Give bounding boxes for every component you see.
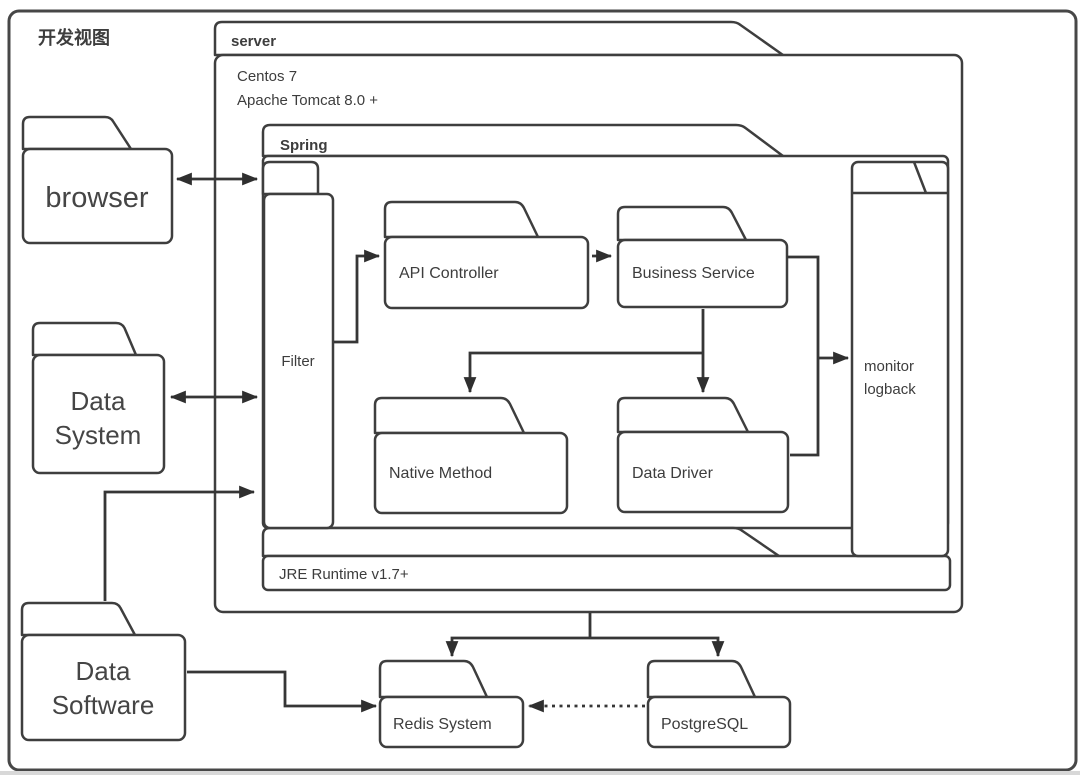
- diagram-title: 开发视图: [38, 27, 110, 48]
- postgresql-folder-tab: [646, 659, 757, 699]
- monitor-folder-body: [850, 160, 950, 558]
- node-jre-runtime: JRE Runtime v1.7+: [261, 526, 952, 592]
- edge-datasoftware-spring: [103, 485, 256, 601]
- data-system-folder-tab: [31, 321, 138, 357]
- data-software-folder-tab: [20, 601, 137, 637]
- api-controller-label: API Controller: [399, 265, 499, 282]
- native-method-folder-tab: [373, 396, 526, 435]
- node-filter: Filter: [261, 160, 335, 530]
- node-redis-system: Redis System: [378, 659, 525, 749]
- native-method-label: Native Method: [389, 465, 492, 482]
- edge-server-datastores-split: [445, 636, 725, 658]
- api-controller-folder-tab: [383, 200, 540, 239]
- data-software-label-line1: Data: [76, 656, 131, 686]
- redis-label: Redis System: [393, 716, 492, 733]
- monitor-label-line1: monitor: [864, 358, 914, 375]
- spring-label: Spring: [280, 137, 328, 154]
- data-software-folder-body: [20, 633, 187, 742]
- business-service-folder-tab: [616, 205, 748, 242]
- redis-folder-tab: [378, 659, 489, 699]
- data-system-label-line2: System: [55, 420, 142, 450]
- spring-folder-tab: [261, 123, 785, 158]
- postgresql-folder-body: [646, 695, 792, 749]
- native-method-folder-body: [373, 431, 569, 515]
- filter-label: Filter: [281, 353, 314, 370]
- node-native-method: Native Method: [373, 396, 569, 515]
- jre-folder-body: [261, 554, 952, 592]
- server-folder-tab: [213, 20, 785, 57]
- node-api-controller: API Controller: [383, 200, 590, 310]
- node-data-software: Data Software: [20, 601, 187, 742]
- edge-businessservice-nativemethod: [463, 351, 703, 394]
- edge-datasoftware-redis: [187, 670, 378, 713]
- filter-folder-tab: [261, 160, 320, 196]
- data-driver-label: Data Driver: [632, 465, 714, 482]
- redis-folder-body: [378, 695, 525, 749]
- server-container-label: Apache Tomcat 8.0 +: [237, 92, 378, 109]
- edges: [103, 172, 850, 713]
- jre-label: JRE Runtime v1.7+: [279, 566, 409, 583]
- node-business-service: Business Service: [616, 205, 789, 309]
- data-system-label-line1: Data: [71, 386, 126, 416]
- node-spring: Spring: [261, 123, 950, 530]
- node-monitor-logback: monitor logback: [850, 160, 950, 558]
- edge-monitor-collector: [787, 255, 820, 457]
- spring-folder-body: [261, 154, 950, 530]
- jre-folder-tab: [261, 526, 781, 558]
- bottom-edge-strip: [0, 771, 1080, 775]
- edge-filter-apicontroller: [334, 249, 381, 344]
- node-postgresql: PostgreSQL: [646, 659, 792, 749]
- node-browser: browser: [21, 115, 174, 245]
- server-label: server: [231, 33, 276, 50]
- postgresql-label: PostgreSQL: [661, 716, 748, 733]
- monitor-folder-tab: [852, 161, 948, 195]
- node-data-driver: Data Driver: [616, 396, 790, 514]
- api-controller-folder-body: [383, 235, 590, 310]
- monitor-label-line2: logback: [864, 381, 916, 398]
- browser-folder-tab: [21, 115, 133, 151]
- data-software-label-line2: Software: [52, 690, 155, 720]
- business-service-label: Business Service: [632, 265, 755, 282]
- data-driver-folder-tab: [616, 396, 750, 434]
- data-driver-folder-body: [616, 430, 790, 514]
- filter-folder-body: [262, 192, 335, 530]
- data-system-folder-body: [31, 353, 166, 475]
- server-os-label: Centos 7: [237, 68, 297, 85]
- node-data-system: Data System: [31, 321, 166, 475]
- browser-label: browser: [45, 182, 148, 214]
- browser-folder-body: [21, 147, 174, 245]
- business-service-folder-body: [616, 238, 789, 309]
